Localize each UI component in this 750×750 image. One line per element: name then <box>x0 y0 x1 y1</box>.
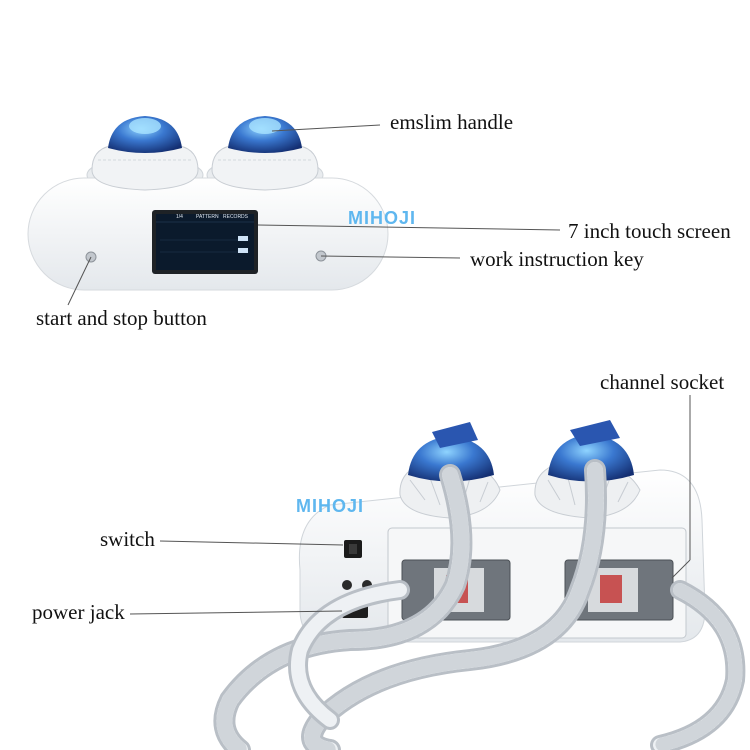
top-callout-lines <box>67 124 561 306</box>
bottom-callout-lines <box>129 395 691 615</box>
watermark-bottom: MIHOJI <box>296 496 365 516</box>
label-start-stop-button: start and stop button <box>36 306 207 330</box>
emslim-handle-right[interactable] <box>211 116 319 191</box>
screen-tab-2: PATTERN <box>196 214 219 220</box>
label-channel-socket: channel socket <box>600 370 725 394</box>
label-emslim-handle: emslim handle <box>390 110 514 134</box>
label-switch: switch <box>100 527 155 551</box>
touch-screen[interactable] <box>152 210 258 274</box>
label-touch-screen: 7 inch touch screen <box>568 219 731 243</box>
emslim-handle-left[interactable] <box>91 116 199 191</box>
watermark-top: MIHOJI <box>348 208 417 228</box>
top-device <box>27 116 389 291</box>
bottom-device <box>213 420 746 750</box>
label-power-jack: power jack <box>32 600 125 624</box>
label-work-instruction-key: work instruction key <box>470 247 644 271</box>
port-left <box>342 580 352 590</box>
cables <box>213 459 746 750</box>
screen-tab-3: RECORDS <box>223 214 249 220</box>
screen-tab-1: 1/4 <box>176 214 183 220</box>
